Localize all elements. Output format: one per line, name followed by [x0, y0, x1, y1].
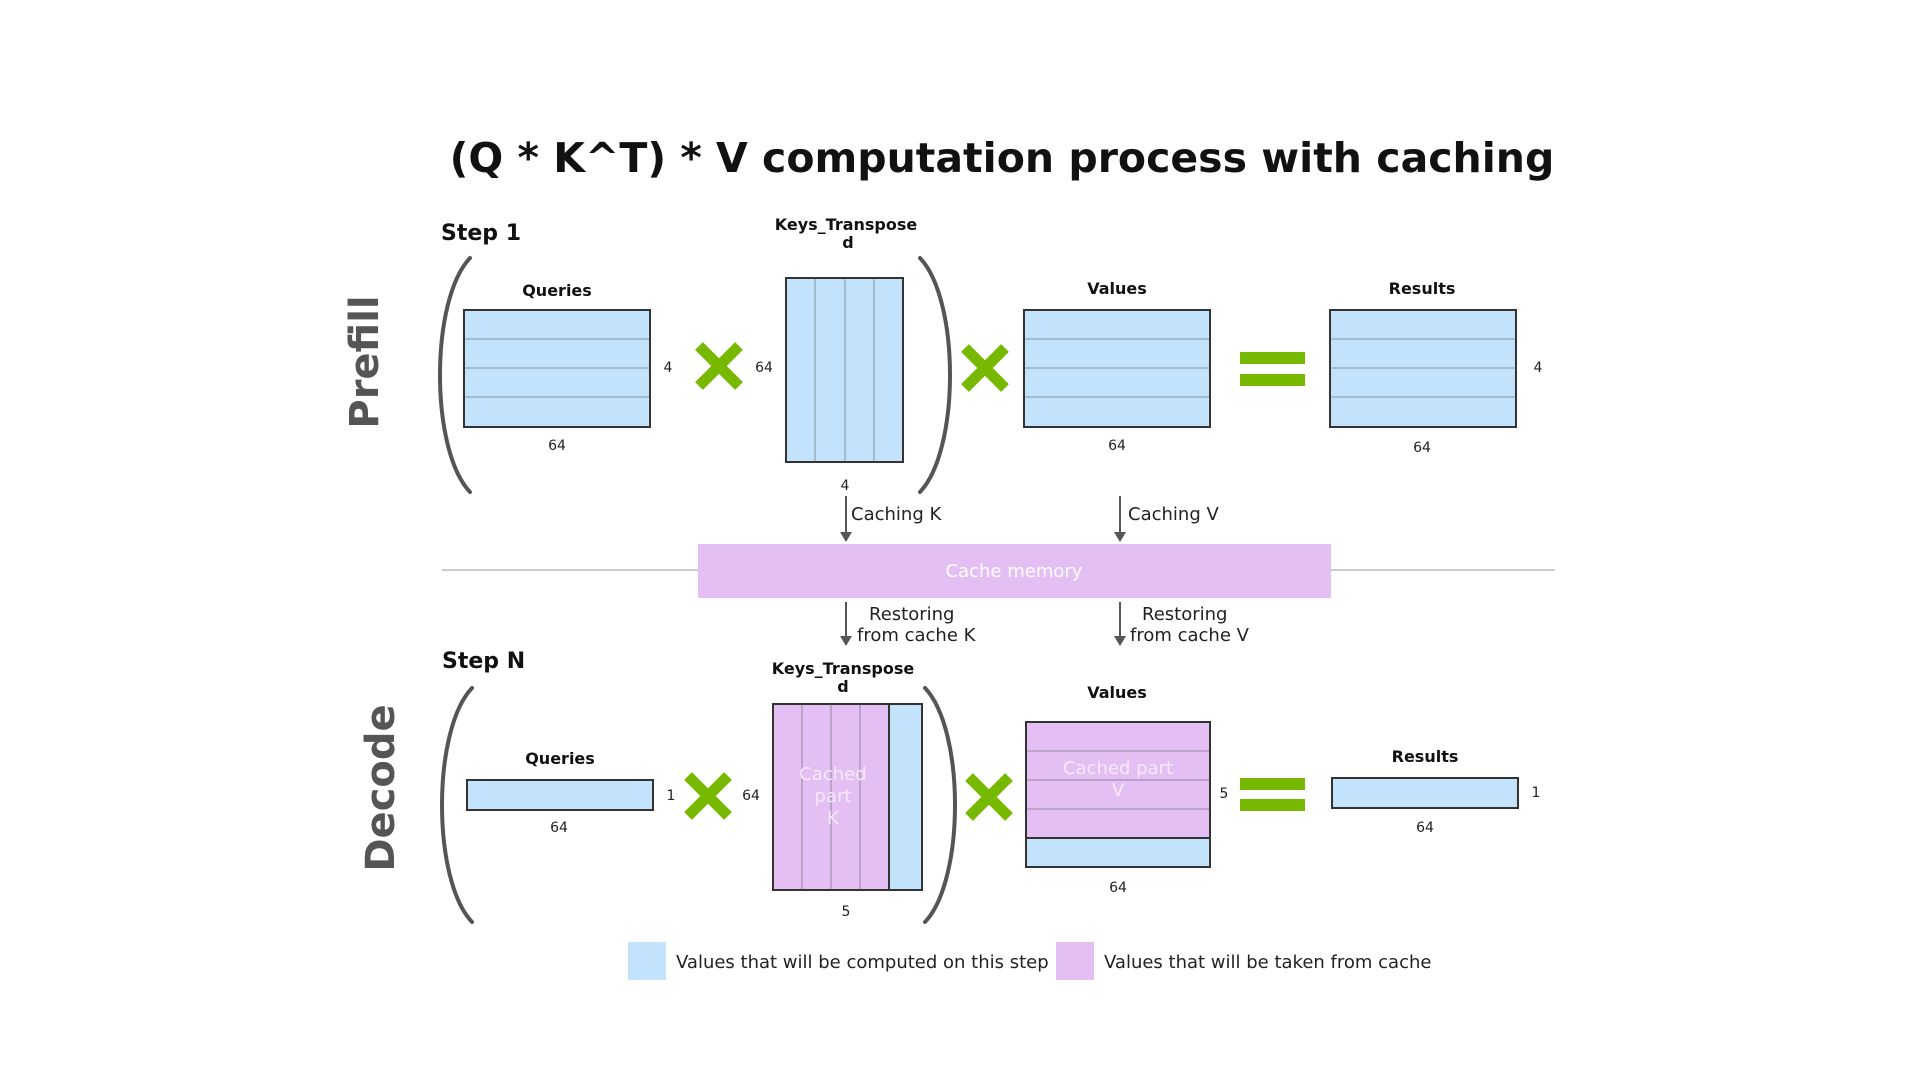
prefill-values-cols: 64: [1108, 438, 1126, 454]
prefill-values-label: Values: [1087, 279, 1147, 298]
restore-k-arrow: Restoring from cache K: [840, 602, 977, 646]
legend: Values that will be computed on this ste…: [628, 942, 1431, 980]
prefill-multiply-icon-2: [961, 344, 1009, 392]
prefill-equals-icon: [1240, 352, 1305, 386]
decode-multiply-icon-2: [965, 773, 1013, 821]
decode-keys-matrix: Keys_Transpose d Cached part K 64 5: [742, 659, 923, 920]
decode-values-cached-2: V: [1112, 780, 1125, 801]
prefill-phase-label: Prefill: [342, 295, 388, 428]
restore-v-arrow: Restoring from cache V: [1114, 602, 1250, 646]
decode-values-cols: 64: [1109, 880, 1127, 896]
prefill-queries-matrix: Queries 4 64: [463, 281, 673, 454]
prefill-queries-cols: 64: [548, 438, 566, 454]
caching-k-label: Caching K: [851, 504, 942, 525]
cache-memory-block: Cache memory: [698, 544, 1331, 598]
decode-results-label: Results: [1392, 747, 1459, 766]
decode-queries-matrix: Queries 1 64: [466, 749, 676, 836]
legend-cached-swatch: [1056, 942, 1094, 980]
prefill-step-label: Step 1: [441, 221, 521, 246]
decode-values-label: Values: [1087, 683, 1147, 702]
decode-keys-rows: 64: [742, 788, 760, 804]
prefill-queries-label: Queries: [522, 281, 592, 300]
legend-computed-label: Values that will be computed on this ste…: [676, 952, 1049, 973]
restore-v-label-2: from cache V: [1130, 625, 1250, 646]
legend-cached-label: Values that will be taken from cache: [1104, 952, 1431, 973]
decode-values-cached-1: Cached part: [1063, 758, 1173, 779]
prefill-keys-label-d: d: [842, 233, 853, 252]
restore-k-label-1: Restoring: [869, 604, 954, 625]
decode-step-label: Step N: [442, 649, 525, 674]
decode-keys-label-d: d: [837, 677, 848, 696]
decode-keys-cols: 5: [842, 904, 851, 920]
decode-right-paren: [923, 686, 957, 924]
prefill-keys-matrix: Keys_Transpose d 64 4: [755, 215, 917, 494]
decode-results-rows: 1: [1532, 785, 1541, 801]
legend-computed-swatch: [628, 942, 666, 980]
decode-results-cols: 64: [1416, 820, 1434, 836]
prefill-keys-label: Keys_Transpose: [775, 215, 918, 234]
caching-v-label: Caching V: [1128, 504, 1219, 525]
decode-values-matrix: Values Cached part V 5 64: [1025, 683, 1229, 896]
decode-queries-rows: 1: [667, 788, 676, 804]
prefill-keys-rows: 64: [755, 360, 773, 376]
decode-keys-cached-2: part: [815, 786, 852, 807]
caching-v-arrow: Caching V: [1114, 496, 1219, 542]
prefill-results-label: Results: [1389, 279, 1456, 298]
decode-values-rows: 5: [1220, 786, 1229, 802]
decode-phase-label: Decode: [358, 704, 404, 871]
prefill-multiply-icon: [695, 342, 743, 390]
prefill-queries-rows: 4: [664, 360, 673, 376]
restore-v-label-1: Restoring: [1142, 604, 1227, 625]
decode-queries-label: Queries: [525, 749, 595, 768]
decode-equals-icon: [1240, 778, 1305, 811]
prefill-results-rows: 4: [1534, 360, 1543, 376]
prefill-right-paren: [918, 256, 952, 494]
decode-left-paren: [440, 686, 474, 924]
prefill-values-matrix: Values 64: [1023, 279, 1211, 454]
decode-multiply-icon: [684, 772, 732, 820]
cache-memory-label: Cache memory: [946, 561, 1083, 582]
prefill-results-cols: 64: [1413, 440, 1431, 456]
decode-keys-cached-3: K: [827, 808, 840, 829]
decode-results-matrix: Results 1 64: [1331, 747, 1541, 836]
restore-k-label-2: from cache K: [857, 625, 977, 646]
diagram-title: (Q * K^T) * V computation process with c…: [450, 134, 1555, 182]
prefill-keys-cols: 4: [841, 478, 850, 494]
decode-keys-label: Keys_Transpose: [772, 659, 915, 678]
prefill-results-matrix: Results 4 64: [1329, 279, 1543, 456]
caching-k-arrow: Caching K: [840, 496, 942, 542]
decode-keys-cached-1: Cached: [799, 764, 866, 785]
decode-queries-cols: 64: [550, 820, 568, 836]
prefill-left-paren: [438, 256, 472, 494]
